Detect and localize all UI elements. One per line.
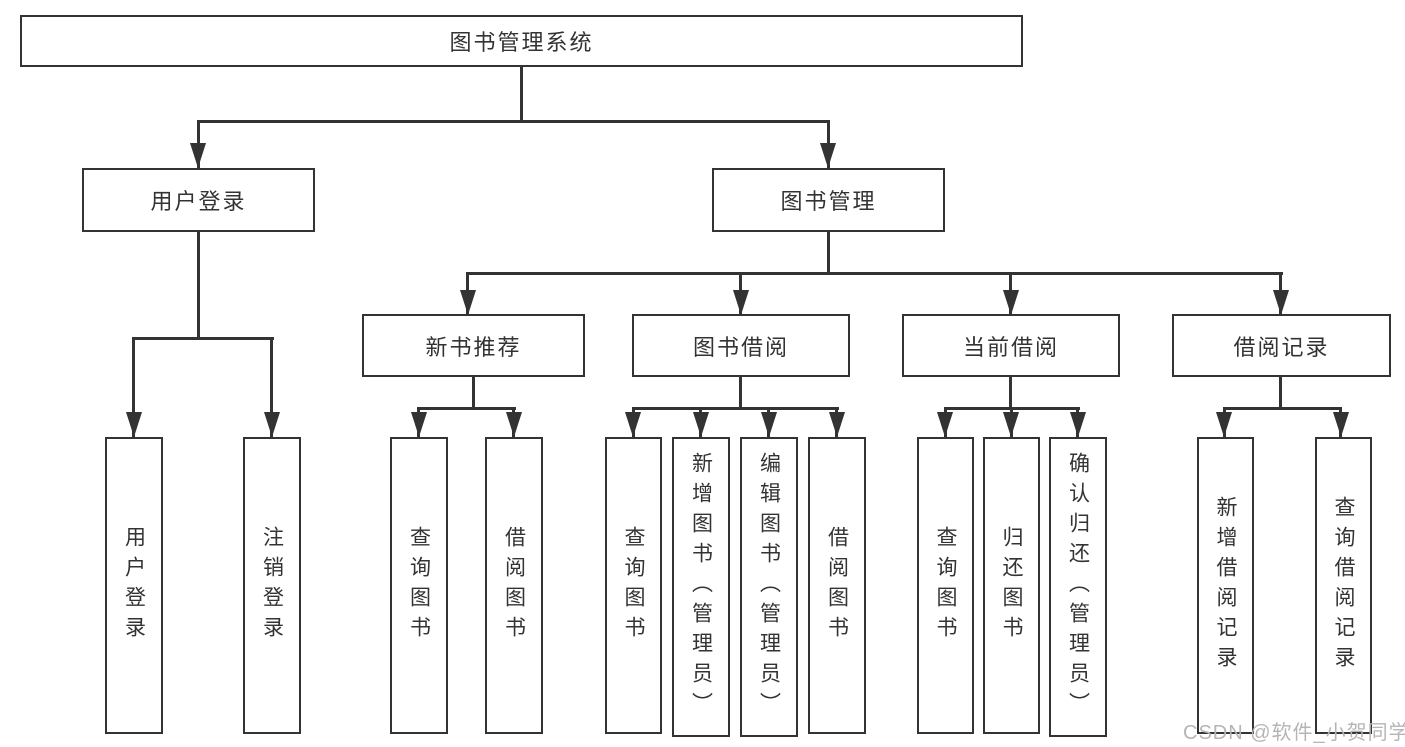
arrowhead-down-icon — [937, 412, 953, 437]
leaf-user-login-label: 用户登录 — [122, 525, 146, 646]
connector-recommend-stub — [472, 377, 475, 407]
node-current-borrow-label: 当前借阅 — [962, 334, 1059, 360]
arrowhead-down-icon — [1216, 412, 1232, 437]
leaf-logout-label: 注销登录 — [260, 525, 284, 646]
leaf-edit-books-admin: 编辑图书（管理员） — [740, 437, 798, 737]
leaf-borrow-books-label: 借阅图书 — [502, 525, 526, 646]
node-borrow-records-label: 借阅记录 — [1233, 334, 1330, 360]
leaf-edit-books-admin-label: 编辑图书（管理员） — [757, 452, 781, 722]
node-user-login: 用户登录 — [82, 168, 315, 232]
leaf-return-books: 归还图书 — [983, 437, 1040, 734]
node-book-management-label: 图书管理 — [780, 189, 877, 214]
csdn-watermark: CSDN @软件_小贺同学 — [1183, 722, 1405, 744]
arrowhead-down-icon — [1273, 290, 1289, 315]
arrowhead-down-icon — [126, 412, 142, 437]
node-current-borrow: 当前借阅 — [902, 314, 1120, 377]
node-borrow-records: 借阅记录 — [1172, 314, 1391, 377]
connector-user-login-stub — [197, 232, 200, 337]
leaf-query-books: 查询图书 — [917, 437, 974, 734]
node-user-login-label: 用户登录 — [150, 189, 247, 214]
leaf-return-books-label: 归还图书 — [1000, 525, 1023, 646]
connector-book-management-stub — [827, 232, 830, 272]
connector-root-stub — [520, 67, 523, 120]
node-root-label: 图书管理系统 — [449, 30, 594, 55]
arrowhead-down-icon — [820, 143, 836, 168]
leaf-borrow-books-label: 借阅图书 — [825, 525, 849, 646]
leaf-query-borrow-record: 查询借阅记录 — [1315, 437, 1372, 734]
connector-recommend-rail — [418, 407, 516, 410]
arrowhead-down-icon — [460, 290, 476, 315]
connector-current-borrow-stub — [1009, 377, 1012, 407]
leaf-query-borrow-record-label: 查询借阅记录 — [1332, 495, 1355, 676]
leaf-add-borrow-record: 新增借阅记录 — [1197, 437, 1254, 734]
node-new-book-recommend-label: 新书推荐 — [425, 334, 522, 360]
connector-user-login-rail — [133, 337, 274, 340]
arrowhead-down-icon — [1070, 412, 1086, 437]
connector-borrow-records-rail — [1223, 407, 1342, 410]
leaf-logout: 注销登录 — [243, 437, 301, 734]
arrowhead-down-icon — [733, 290, 749, 315]
leaf-confirm-return-admin: 确认归还（管理员） — [1049, 437, 1107, 737]
connector-level1-rail — [197, 120, 830, 123]
arrowhead-down-icon — [625, 412, 641, 437]
leaf-add-books-admin: 新增图书（管理员） — [672, 437, 730, 737]
leaf-query-books: 查询图书 — [605, 437, 662, 734]
leaf-confirm-return-admin-label: 确认归还（管理员） — [1066, 452, 1090, 722]
arrowhead-down-icon — [693, 412, 709, 437]
arrowhead-down-icon — [1003, 412, 1019, 437]
node-root: 图书管理系统 — [20, 15, 1023, 67]
connector-level3-rail — [466, 272, 1283, 275]
arrowhead-down-icon — [506, 412, 522, 437]
connector-to-login-op — [132, 337, 135, 437]
node-book-borrow: 图书借阅 — [632, 314, 850, 377]
leaf-borrow-books: 借阅图书 — [808, 437, 866, 734]
arrowhead-down-icon — [1003, 290, 1019, 315]
node-book-management: 图书管理 — [712, 168, 945, 232]
connector-to-logout — [270, 337, 273, 437]
leaf-query-books: 查询图书 — [390, 437, 448, 734]
connector-borrow-records-stub — [1279, 377, 1282, 407]
leaf-query-books-label: 查询图书 — [407, 525, 431, 646]
leaf-add-books-admin-label: 新增图书（管理员） — [689, 452, 713, 722]
arrowhead-down-icon — [829, 412, 845, 437]
node-book-borrow-label: 图书借阅 — [692, 334, 789, 360]
node-new-book-recommend: 新书推荐 — [362, 314, 585, 377]
arrowhead-down-icon — [190, 143, 206, 168]
arrowhead-down-icon — [264, 412, 280, 437]
arrowhead-down-icon — [411, 412, 427, 437]
arrowhead-down-icon — [761, 412, 777, 437]
connector-book-borrow-stub — [739, 377, 742, 407]
connector-book-borrow-rail — [632, 407, 839, 410]
leaf-add-borrow-record-label: 新增借阅记录 — [1214, 495, 1237, 676]
leaf-borrow-books: 借阅图书 — [485, 437, 543, 734]
arrowhead-down-icon — [1333, 412, 1349, 437]
leaf-query-books-label: 查询图书 — [934, 525, 957, 646]
leaf-user-login: 用户登录 — [105, 437, 163, 734]
leaf-query-books-label: 查询图书 — [622, 525, 645, 646]
